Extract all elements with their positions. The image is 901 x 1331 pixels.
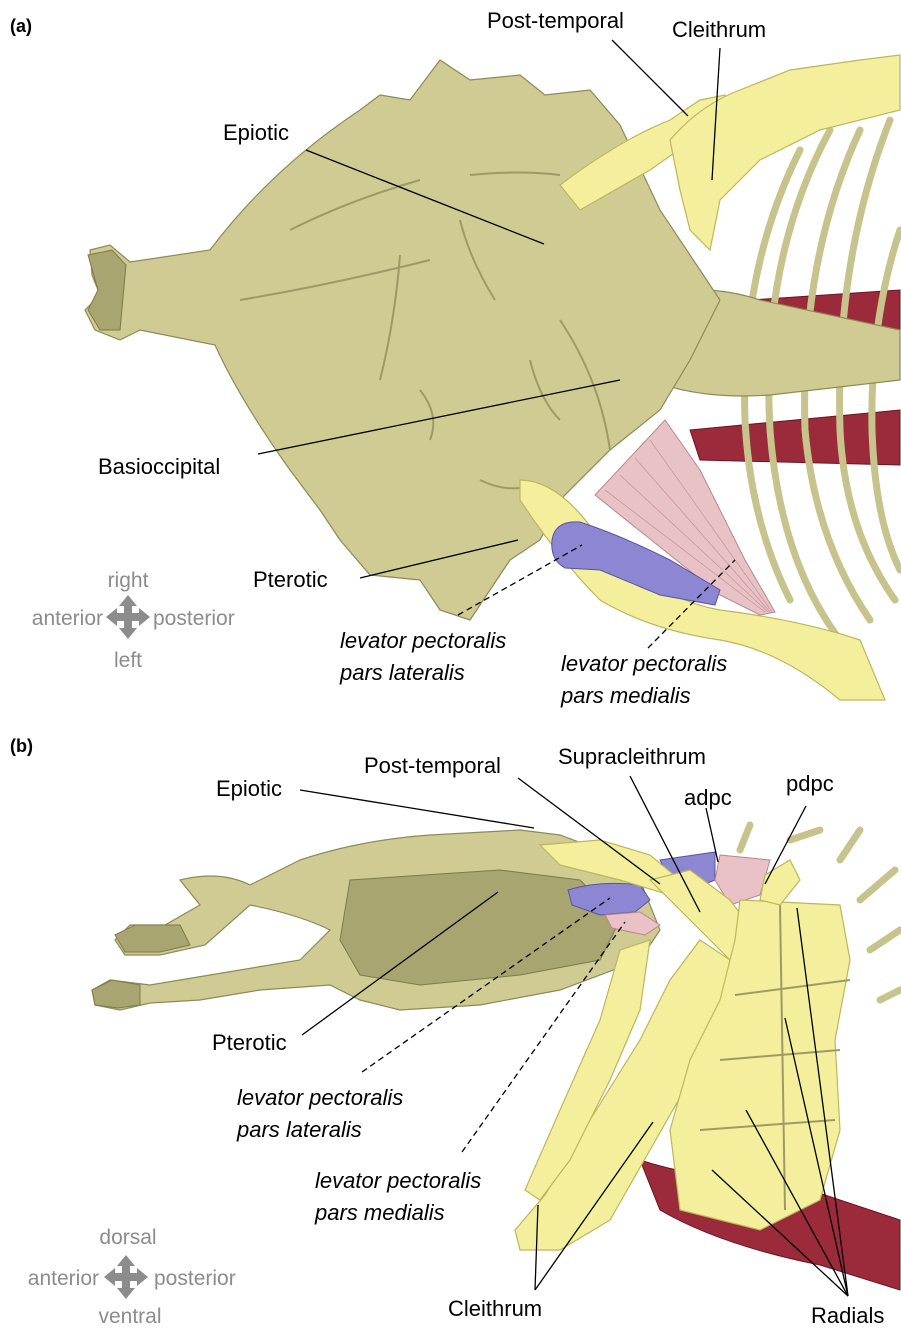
label-b-pterotic: Pterotic [212, 1030, 287, 1055]
label-a-lp-lateralis-line1: levator pectoralis [340, 628, 506, 653]
panel-a-tag: (a) [10, 16, 32, 36]
label-a-post-temporal: Post-temporal [487, 8, 624, 33]
panel-b-orientation-compass: dorsal ventral anterior posterior [28, 1226, 236, 1328]
label-b-pdpc: pdpc [786, 771, 834, 796]
label-b-post-temporal: Post-temporal [364, 753, 501, 778]
panel-a-orientation-compass: right left anterior posterior [32, 569, 235, 672]
leader-b-epiotic [300, 790, 534, 828]
label-b-lp-lateralis-line1: levator pectoralis [237, 1085, 403, 1110]
label-b-lp-medialis-line2: pars medialis [314, 1200, 445, 1225]
compass-a-left: anterior [32, 607, 103, 630]
label-a-cleithrum: Cleithrum [672, 17, 766, 42]
label-b-lp-lateralis-line2: pars lateralis [236, 1117, 362, 1142]
panel-a: (a) Post-temporal Cleithrum Epiotic Basi… [10, 8, 900, 708]
label-a-epiotic: Epiotic [223, 120, 289, 145]
compass-b-arrow-icon [104, 1255, 148, 1299]
label-b-lp-medialis-line1: levator pectoralis [315, 1168, 481, 1193]
label-b-epiotic: Epiotic [216, 776, 282, 801]
panel-a-cleithrum-bone [670, 55, 900, 250]
compass-a-up: right [108, 569, 149, 592]
panel-b-snout-upper [115, 925, 190, 952]
compass-a-down: left [114, 649, 142, 672]
panel-a-skull-rostrum-tip [88, 250, 126, 330]
label-a-basioccipital: Basioccipital [98, 454, 220, 479]
compass-b-right: posterior [154, 1267, 236, 1290]
label-a-pterotic: Pterotic [253, 567, 328, 592]
panel-b-tag: (b) [10, 736, 33, 756]
compass-b-left: anterior [28, 1267, 99, 1290]
compass-a-arrow-icon [106, 595, 150, 639]
compass-b-up: dorsal [99, 1226, 156, 1249]
label-b-supracleithrum: Supracleithrum [558, 744, 706, 769]
compass-b-down: ventral [98, 1305, 161, 1328]
label-b-cleithrum: Cleithrum [448, 1296, 542, 1321]
label-b-radials: Radials [811, 1303, 884, 1328]
label-b-adpc: adpc [684, 785, 732, 810]
label-a-lp-medialis-line2: pars medialis [560, 683, 691, 708]
label-a-lp-medialis-line1: levator pectoralis [561, 651, 727, 676]
leader-a-post-temporal [612, 40, 688, 116]
compass-a-right: posterior [153, 607, 235, 630]
panel-b: (b) Epiotic Post-temporal Supracleithrum… [10, 736, 900, 1328]
panel-b-snout-lower [92, 980, 140, 1008]
label-a-lp-lateralis-line2: pars lateralis [339, 660, 465, 685]
